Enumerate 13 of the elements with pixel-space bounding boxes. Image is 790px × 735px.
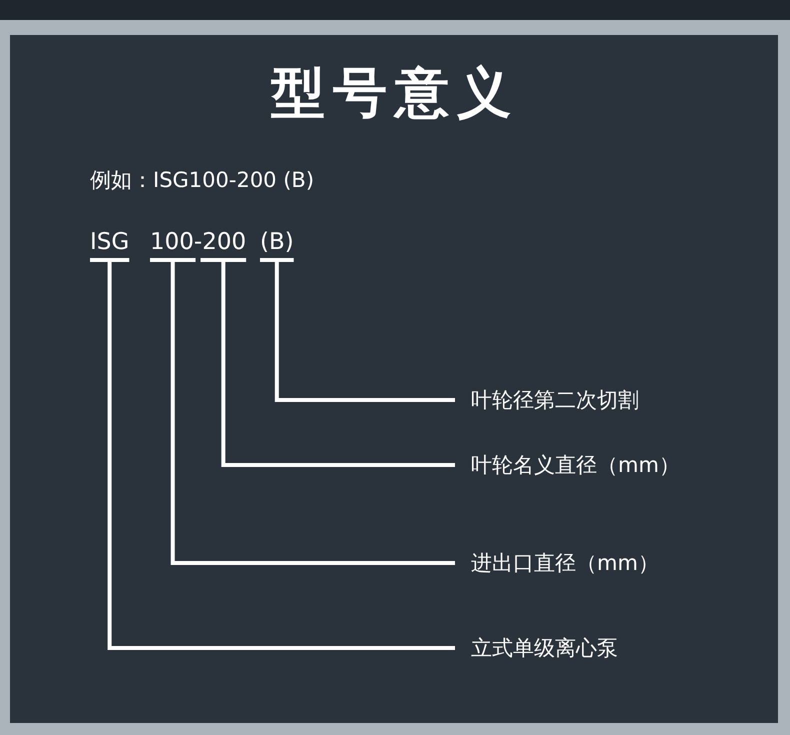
code-text: (B): [260, 226, 294, 260]
example-text: 例如：ISG100-200 (B): [90, 167, 314, 194]
leader-line: [198, 258, 457, 467]
code-text: ISG: [90, 226, 130, 260]
title: 型号意义: [270, 60, 520, 126]
description-text: 叶轮径第二次切割: [455, 384, 639, 416]
description-text: 立式单级离心泵: [455, 632, 618, 664]
leader-line: [258, 258, 457, 402]
leader-line: [148, 258, 457, 565]
description-text: 进出口直径（mm）: [455, 547, 659, 579]
description-text: 叶轮名义直径（mm）: [455, 449, 680, 481]
leader-line: [88, 258, 457, 650]
code-text: 100-200: [150, 226, 246, 260]
